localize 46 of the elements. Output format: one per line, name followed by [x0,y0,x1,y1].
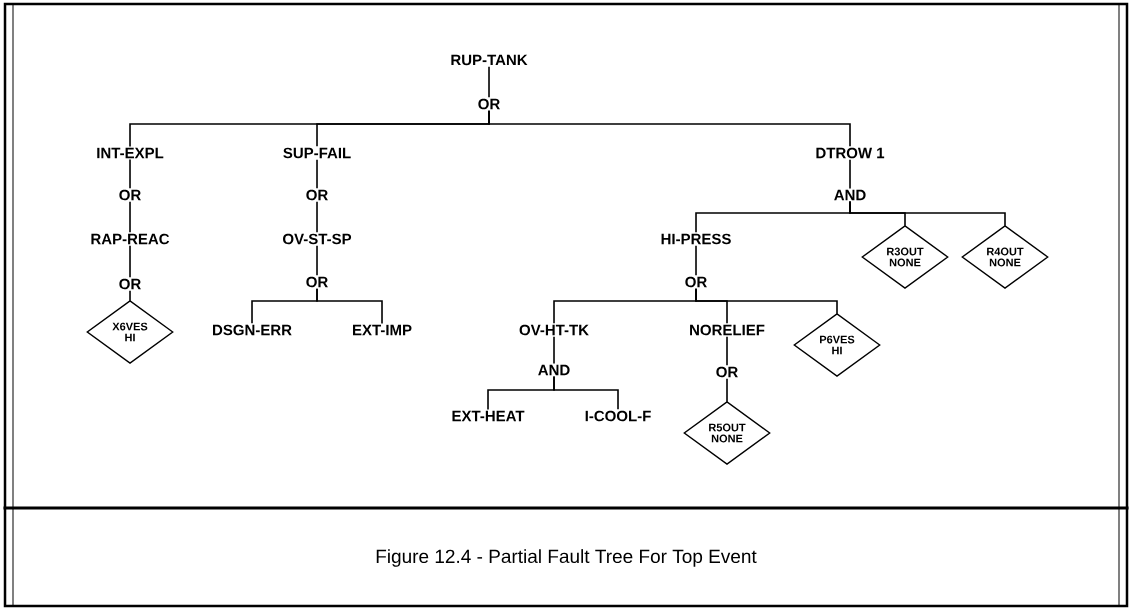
connector-line [129,159,131,189]
connector-line [488,110,851,147]
connector-line [129,290,131,301]
connector-line [695,245,697,276]
event-label: I-COOL-F [585,410,651,422]
diamond-event: R4OUT NONE [961,225,1049,289]
event-label: EXT-IMP [353,324,412,336]
connector-line [849,159,851,189]
connector-line [316,245,318,276]
gate-label: OR [478,98,500,110]
connector-line [316,159,318,189]
connector-line [849,201,1006,226]
diamond-event: X6VES HI [86,300,174,364]
event-label: RAP-REAC [91,233,170,245]
connector-line [695,288,838,314]
connector-line [726,336,728,366]
event-label: INT-EXPL [97,147,164,159]
gate-label: OR [685,276,707,288]
connector-line [726,378,728,402]
event-label: NORELIEF [690,324,765,336]
gate-label: AND [538,364,570,376]
diamond-event: R3OUT NONE [861,225,949,289]
event-label: HI-PRESS [661,233,731,245]
event-label: OV-HT-TK [519,324,589,336]
event-label: DTROW 1 [816,147,885,159]
gate-label: OR [119,278,141,290]
connector-line [129,201,131,233]
event-label: EXT-HEAT [452,410,525,422]
gate-label: AND [834,189,866,201]
event-label: DSGN-ERR [213,324,292,336]
event-label: OV-ST-SP [283,233,352,245]
gate-label: OR [306,189,328,201]
gate-label: OR [306,276,328,288]
diamond-event: R5OUT NONE [683,401,771,465]
connector-line [129,245,131,278]
connector-line [316,288,383,324]
gate-label: OR [119,189,141,201]
connector-line [316,201,318,233]
connector-line [553,336,555,364]
connector-line [488,66,490,98]
diamond-event: P6VES HI [793,313,881,377]
event-label: RUP-TANK [451,54,528,66]
connector-line [553,376,619,410]
event-label: SUP-FAIL [283,147,351,159]
figure-caption: Figure 12.4 - Partial Fault Tree For Top Event [376,549,757,567]
gate-label: OR [716,366,738,378]
